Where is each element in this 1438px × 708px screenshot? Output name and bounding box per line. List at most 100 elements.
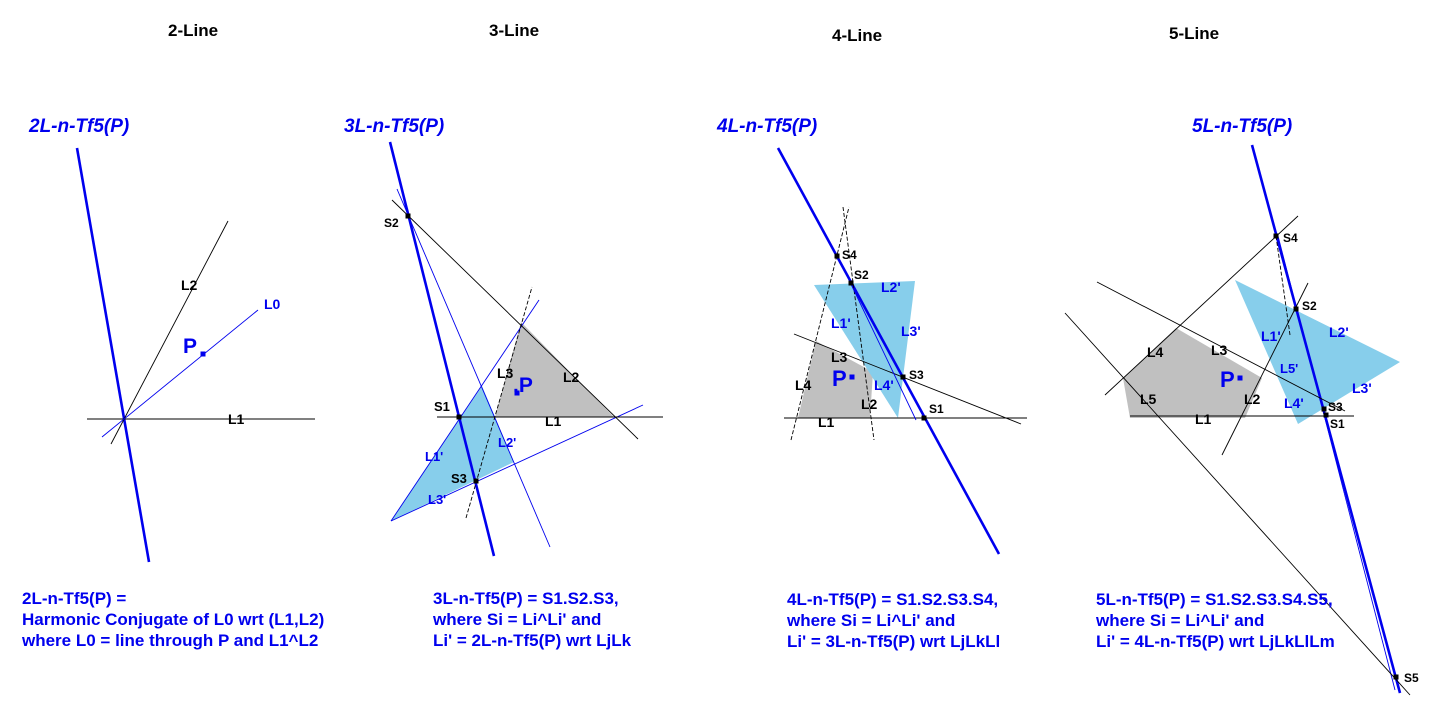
original-polygon — [495, 322, 614, 417]
intersection-point — [405, 213, 411, 219]
function-title-2l: 2L-n-Tf5(P) — [29, 116, 130, 137]
diagram-label: S2 — [384, 216, 399, 230]
intersection-point — [1323, 412, 1329, 418]
construction-line — [1221, 282, 1309, 456]
intersection-point — [1293, 306, 1299, 312]
filled-regions — [391, 280, 1400, 521]
caption-line: 2L-n-Tf5(P) = — [22, 589, 127, 608]
intersection-point — [921, 415, 927, 421]
function-title-5l: 5L-n-Tf5(P) — [1192, 116, 1293, 137]
transformed-polygon — [1235, 280, 1400, 424]
caption-line: Li' = 2L-n-Tf5(P) wrt LjLk — [433, 631, 632, 650]
diagram-label: L1' — [425, 449, 443, 464]
diagram-label: .P — [513, 374, 533, 397]
diagram-label: S5 — [1404, 671, 1419, 685]
construction-line — [1096, 281, 1346, 412]
diagram-label: L1 — [545, 413, 562, 429]
diagram-label: S1 — [1330, 417, 1345, 431]
caption-line: where Si = Li^Li' and — [1096, 611, 1265, 630]
point-p-marker — [849, 374, 855, 380]
diagram-label: L2 — [861, 396, 878, 412]
derived-line — [101, 309, 259, 438]
diagram-label: L2 — [181, 277, 198, 293]
panel-title-2-line: 2-Line — [168, 21, 219, 40]
point-p-marker — [1237, 375, 1243, 381]
diagram-label: L3 — [1211, 342, 1228, 358]
caption-2-line: 2L-n-Tf5(P) = Harmonic Conjugate of L0 w… — [22, 588, 324, 651]
diagram-label: L1' — [831, 315, 851, 331]
diagram-label: L0 — [264, 296, 281, 312]
diagram-label: L3' — [428, 492, 446, 507]
caption-5-line: 5L-n-Tf5(P) = S1.S2.S3.S4.S5, where Si =… — [1096, 589, 1335, 652]
diagram-label: L3 — [497, 365, 514, 381]
diagram-label: S4 — [1283, 231, 1298, 245]
diagram-label: L5' — [1280, 361, 1298, 376]
intersection-points — [200, 213, 1399, 680]
diagram-label: L2' — [498, 435, 516, 450]
diagram-label: L4 — [795, 377, 812, 393]
diagram-label: L1 — [818, 414, 835, 430]
diagram-label: L1' — [1261, 328, 1281, 344]
caption-3-line: 3L-n-Tf5(P) = S1.S2.S3, where Si = Li^Li… — [433, 588, 631, 651]
diagram-label: S2 — [1302, 299, 1317, 313]
intersection-point — [834, 253, 840, 259]
dashed-line — [790, 206, 850, 441]
derived-line — [390, 299, 540, 522]
diagram-label: L2' — [881, 279, 901, 295]
function-title-3l: 3L-n-Tf5(P) — [344, 116, 445, 137]
diagram-label: L5 — [1140, 391, 1157, 407]
function-title-4l: 4L-n-Tf5(P) — [717, 116, 818, 137]
intersection-point — [900, 374, 906, 380]
derived-line — [849, 281, 917, 421]
diagram-label: P — [832, 366, 847, 391]
derived-line — [396, 188, 551, 548]
intersection-point — [473, 478, 479, 484]
result-line — [388, 141, 496, 557]
dashed-line — [842, 206, 875, 441]
caption-line: Harmonic Conjugate of L0 wrt (L1,L2) — [22, 610, 325, 629]
caption-line: Li' = 3L-n-Tf5(P) wrt LjLkLl — [787, 632, 1001, 651]
diagram-label: S1 — [434, 399, 450, 414]
transformed-polygon — [391, 386, 514, 521]
panel-title-5-line: 5-Line — [1169, 24, 1220, 43]
dashed-line — [465, 286, 533, 519]
caption-line: Li' = 4L-n-Tf5(P) wrt LjLkLlLm — [1096, 632, 1335, 651]
diagram-label: S3 — [451, 471, 467, 486]
result-line — [75, 147, 151, 563]
intersection-point — [456, 414, 462, 420]
derived-line — [390, 404, 644, 522]
caption-line: where L0 = line through P and L1^L2 — [22, 631, 319, 650]
construction-line — [1104, 215, 1299, 396]
diagram-label: L3' — [901, 323, 921, 339]
diagram-label: L1 — [1195, 411, 1212, 427]
diagram-label: L3 — [831, 349, 848, 365]
intersection-point — [1273, 233, 1279, 239]
intersection-point — [1393, 674, 1399, 680]
derived-line — [1277, 235, 1396, 691]
diagram-label: L1 — [228, 411, 245, 427]
caption-line: 4L-n-Tf5(P) = S1.S2.S3.S4, — [787, 590, 999, 609]
diagram-label: L4' — [1284, 395, 1304, 411]
construction-line — [391, 199, 639, 440]
diagram-label: S3 — [909, 368, 924, 382]
diagram-label: L2 — [563, 369, 580, 385]
diagram-label: P — [1220, 367, 1235, 392]
intersection-point — [848, 280, 854, 286]
diagram-label: S2 — [854, 268, 869, 282]
construction-line — [1064, 312, 1411, 696]
diagram-label: L2 — [1244, 391, 1261, 407]
caption-line: 5L-n-Tf5(P) = S1.S2.S3.S4.S5, — [1096, 590, 1333, 609]
diagram-label: L2' — [1329, 324, 1349, 340]
construction-line — [793, 333, 1022, 425]
intersection-point — [1321, 406, 1327, 412]
point-p-marker — [200, 351, 206, 357]
dashed-line — [1275, 235, 1291, 336]
original-polygon — [1123, 328, 1262, 418]
transformed-polygon — [814, 281, 915, 418]
diagram-label: S3 — [1328, 400, 1343, 414]
diagram-label: P — [183, 335, 197, 358]
diagram-label: L4 — [1147, 344, 1164, 360]
diagram-label: S4 — [842, 248, 857, 262]
